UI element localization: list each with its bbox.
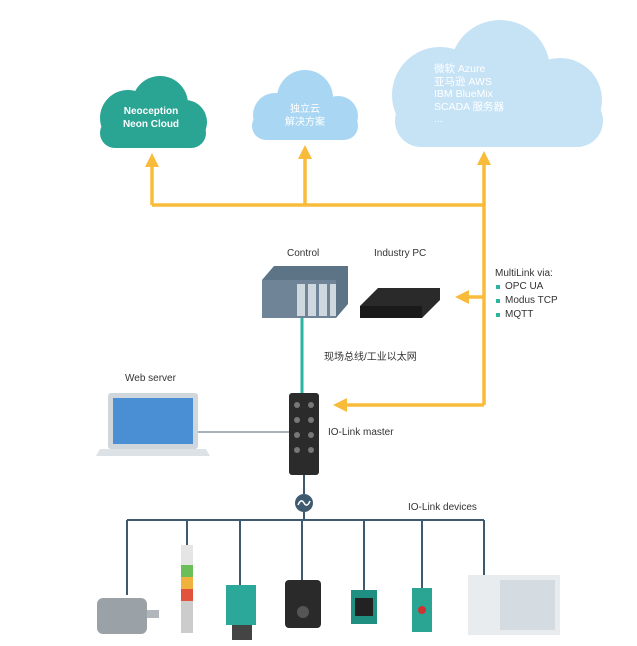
- cloud-public: [392, 20, 603, 147]
- cloud-item: 亚马逊 AWS: [434, 75, 492, 88]
- valve-terminal-device-icon: [468, 575, 560, 635]
- laptop-icon: [96, 393, 210, 456]
- iolink-master-label: IO-Link master: [328, 427, 394, 438]
- plc-control-icon: [262, 266, 348, 318]
- fieldbus-label: 现场总线/工业以太网: [324, 352, 417, 363]
- private-cloud-line1: 独立云: [290, 104, 320, 115]
- cloud-item: ...: [434, 113, 443, 125]
- motor-device-icon: [97, 598, 159, 634]
- iolink-devices-label: IO-Link devices: [408, 502, 477, 513]
- multilink-title: MultiLink via:: [495, 268, 553, 279]
- public-cloud-list: 微软 Azure 亚马逊 AWS IBM BlueMix SCADA 服务器 .…: [434, 63, 504, 126]
- rfid-device-icon: [285, 580, 321, 628]
- photoelectric-device-icon: [412, 588, 432, 632]
- neon-cloud-line2: Neon Cloud: [122, 118, 180, 130]
- industry-pc-label: Industry PC: [374, 248, 427, 259]
- neon-cloud-line1: Neoception: [123, 106, 179, 117]
- device-bus-lines: [126, 475, 485, 595]
- protocol-item: MQTT: [495, 308, 558, 322]
- private-cloud-line2: 解决方案: [285, 116, 325, 128]
- iolink-wave-icon: [295, 494, 313, 512]
- cloud-item: IBM BlueMix: [434, 88, 493, 100]
- industry-pc-icon: [360, 288, 440, 318]
- protocol-item: Modus TCP: [495, 294, 558, 308]
- cloud-item: 微软 Azure: [434, 63, 486, 75]
- sensor-teal-device-icon: [226, 585, 256, 640]
- yellow-connections: [145, 145, 491, 412]
- cloud-private: [252, 70, 358, 140]
- signal-tower-device-icon: [181, 545, 193, 633]
- cloud-item: SCADA 服务器: [434, 100, 505, 113]
- multilink-box: MultiLink via: OPC UA Modus TCP MQTT: [495, 268, 558, 322]
- private-cloud-label: 独立云解决方案: [275, 104, 335, 129]
- sensor-small-device-icon: [351, 590, 377, 624]
- web-server-label: Web server: [125, 373, 176, 384]
- control-label: Control: [287, 248, 320, 259]
- multilink-protocols: OPC UA Modus TCP MQTT: [495, 280, 558, 322]
- iolink-master-icon: [289, 393, 319, 475]
- protocol-item: OPC UA: [495, 280, 558, 294]
- cloud-neoception: [100, 76, 207, 148]
